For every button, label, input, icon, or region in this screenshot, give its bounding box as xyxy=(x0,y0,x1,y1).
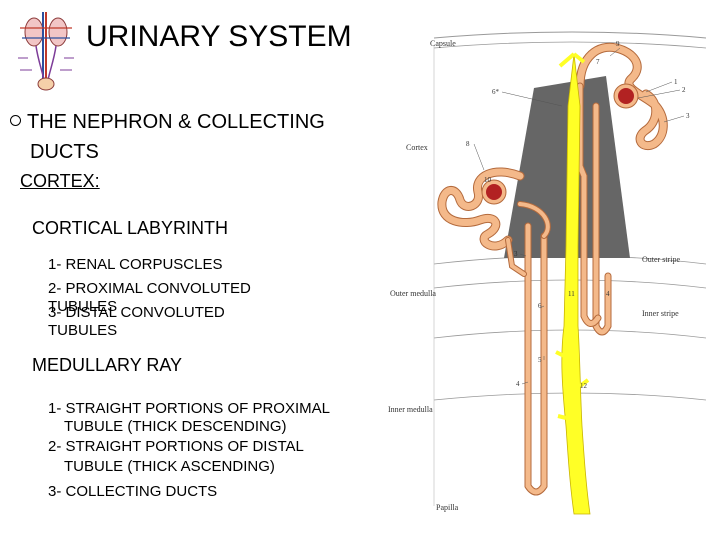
nephron-diagram: Capsule Cortex Outer medulla Outer strip… xyxy=(384,26,707,521)
capsule-line xyxy=(433,31,707,39)
heading-line-1: THE NEPHRON & COLLECTING xyxy=(10,111,325,134)
loop-of-henle-long xyxy=(525,223,547,495)
labyrinth-item: 1- RENAL CORPUSCLES xyxy=(48,256,223,273)
inner-stripe-label: Inner stripe xyxy=(642,309,679,318)
medullary-item: 3- COLLECTING DUCTS xyxy=(48,483,218,500)
cortex-zone-label: Cortex xyxy=(406,143,428,152)
svg-text:12: 12 xyxy=(580,382,588,390)
svg-text:5: 5 xyxy=(538,356,542,364)
left-convoluted-tubule xyxy=(438,168,524,250)
bullet-icon xyxy=(10,115,21,126)
svg-text:3: 3 xyxy=(686,112,690,120)
glomerulus-left xyxy=(486,184,502,200)
collecting-duct xyxy=(561,53,591,515)
heading-text-1: THE NEPHRON & COLLECTING xyxy=(27,111,325,133)
glomerulus-right xyxy=(618,88,634,104)
svg-text:4: 4 xyxy=(606,290,610,298)
heading-line-2: DUCTS xyxy=(30,141,99,163)
labyrinth-item: 3- DISTAL CONVOLUTED xyxy=(48,304,225,321)
outer-stripe-label: Outer stripe xyxy=(642,255,680,264)
medullary-item: TUBULE (THICK ASCENDING) xyxy=(64,458,275,475)
labyrinth-item: TUBULES xyxy=(48,322,118,339)
inner-medulla-label: Inner medulla xyxy=(388,405,433,414)
medullary-ray-title: MEDULLARY RAY xyxy=(32,355,183,375)
svg-text:2: 2 xyxy=(682,86,686,94)
urinary-system-icon xyxy=(14,8,78,99)
outer-medulla-label: Outer medulla xyxy=(390,289,436,298)
svg-text:11: 11 xyxy=(568,290,575,298)
cortex-label: CORTEX: xyxy=(20,171,100,191)
cortical-labyrinth-title: CORTICAL LABYRINTH xyxy=(32,218,229,238)
proximal-convoluted-tubule xyxy=(576,43,667,149)
labyrinth-item: 2- PROXIMAL CONVOLUTED xyxy=(48,280,251,297)
svg-text:6: 6 xyxy=(538,302,542,310)
svg-text:1: 1 xyxy=(674,78,678,86)
collecting-duct-branch xyxy=(558,52,586,68)
medullary-item: 1- STRAIGHT PORTIONS OF PROXIMAL xyxy=(48,400,330,417)
page-title: URINARY SYSTEM xyxy=(86,20,352,53)
svg-text:7: 7 xyxy=(596,58,600,66)
medullary-item: TUBULE (THICK DESCENDING) xyxy=(64,418,287,435)
medullary-item: 2- STRAIGHT PORTIONS OF DISTAL xyxy=(48,438,304,455)
svg-text:4: 4 xyxy=(516,380,520,388)
svg-text:8: 8 xyxy=(466,140,470,148)
svg-text:3: 3 xyxy=(514,250,518,258)
svg-text:9: 9 xyxy=(616,40,620,48)
capsule-label: Capsule xyxy=(430,39,456,48)
svg-text:10: 10 xyxy=(484,176,492,184)
labyrinth-item: TUBULES xyxy=(48,298,118,315)
svg-text:6*: 6* xyxy=(492,88,500,96)
papilla-label: Papilla xyxy=(436,503,459,512)
